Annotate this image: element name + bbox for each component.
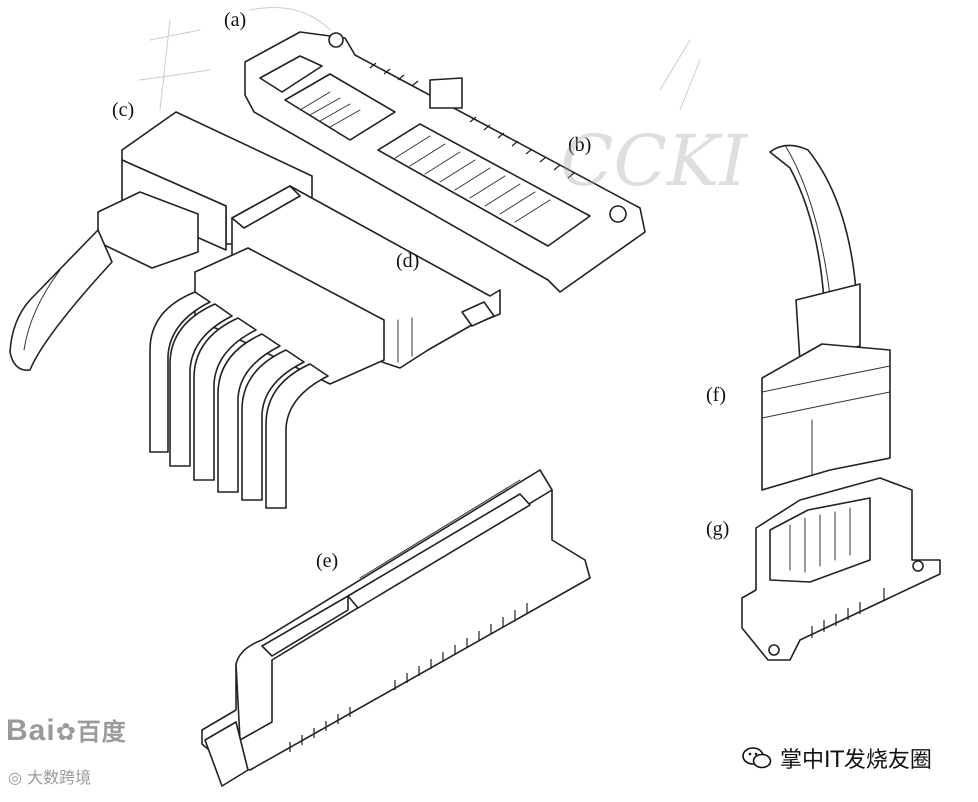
label-f: (f): [706, 384, 726, 406]
label-e: (e): [316, 550, 339, 572]
slimline-receptacle-g: [741, 477, 941, 661]
baidu-sub-watermark: ◎ 大数跨境: [8, 764, 91, 788]
label-c: (c): [112, 99, 135, 121]
sata-receptacle-ab: [244, 31, 646, 293]
label-b: (b): [568, 134, 592, 156]
baidu-watermark: Bai✿百度: [6, 712, 127, 748]
sata-receptacle-e: [201, 469, 591, 787]
label-d: (d): [396, 250, 420, 272]
baidu-text: Bai: [6, 714, 56, 747]
label-a: (a): [224, 9, 247, 31]
wechat-watermark: 掌中IT发烧友圈: [742, 742, 932, 774]
label-g: (g): [706, 518, 730, 540]
faint-watermark-text: CCKI: [560, 120, 748, 202]
baidu-sub-text: 大数跨境: [27, 768, 92, 787]
baidu-sub-icon: ◎: [8, 768, 22, 787]
baidu-suffix: 百度: [76, 719, 127, 746]
sata-power-plug-d: [149, 185, 501, 509]
baidu-paw-icon: ✿: [55, 719, 77, 746]
wechat-icon: [742, 747, 772, 769]
faint-watermark-stamp: [139, 7, 701, 111]
wechat-account-name: 掌中IT发烧友圈: [780, 748, 932, 773]
slimline-plug-f: [761, 144, 891, 491]
